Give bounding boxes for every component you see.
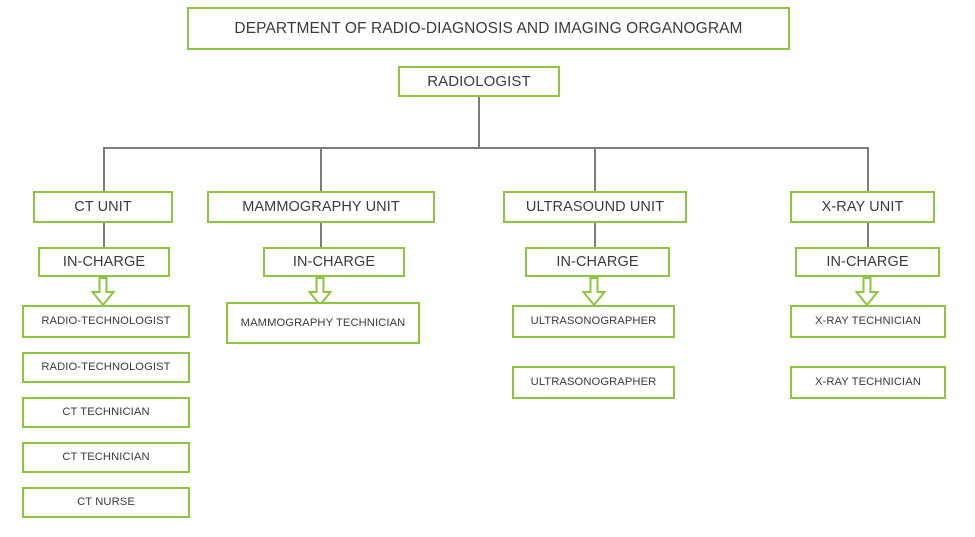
connector-drop-ultrasound <box>594 147 596 191</box>
node-staff-xray-0-label: X-RAY TECHNICIAN <box>814 315 922 328</box>
connector-drop-xray <box>867 147 869 191</box>
node-staff-xray-0: X-RAY TECHNICIAN <box>790 305 946 338</box>
node-unit-ct-label: CT UNIT <box>74 198 132 215</box>
node-staff-ultrasound-0: ULTRASONOGRAPHER <box>512 305 675 338</box>
connector-mammography-unit-to-incharge <box>320 223 322 247</box>
connector-root-stem <box>478 97 480 147</box>
node-staff-ct-0-label: RADIO-TECHNOLOGIST <box>41 315 171 328</box>
node-staff-ct-2-label: CT TECHNICIAN <box>62 406 150 419</box>
diagram-title-box: DEPARTMENT OF RADIO-DIAGNOSIS AND IMAGIN… <box>187 7 790 50</box>
node-staff-ct-4-label: CT NURSE <box>77 496 135 509</box>
node-incharge-ct: IN-CHARGE <box>38 247 170 277</box>
node-staff-xray-1-label: X-RAY TECHNICIAN <box>814 376 922 389</box>
connector-xray-unit-to-incharge <box>867 223 869 247</box>
diagram-title-text: DEPARTMENT OF RADIO-DIAGNOSIS AND IMAGIN… <box>234 19 743 37</box>
node-unit-mammography-label: MAMMOGRAPHY UNIT <box>242 198 400 215</box>
node-unit-ct: CT UNIT <box>33 191 173 223</box>
connector-ultrasound-unit-to-incharge <box>594 223 596 247</box>
down-block-arrow-icon-mammography <box>307 277 333 307</box>
connector-ct-unit-to-incharge <box>103 223 105 247</box>
node-staff-ultrasound-0-label: ULTRASONOGRAPHER <box>530 315 657 328</box>
down-block-arrow-icon-ct <box>90 277 116 307</box>
node-staff-ct-3: CT TECHNICIAN <box>22 442 190 473</box>
node-staff-ct-2: CT TECHNICIAN <box>22 397 190 428</box>
node-incharge-mammography: IN-CHARGE <box>263 247 405 277</box>
node-staff-ultrasound-1: ULTRASONOGRAPHER <box>512 366 675 399</box>
node-staff-mammography-0: MAMMOGRAPHY TECHNICIAN <box>226 302 420 344</box>
connector-drop-ct <box>103 147 105 191</box>
node-incharge-ct-label: IN-CHARGE <box>62 253 146 270</box>
node-unit-ultrasound-label: ULTRASOUND UNIT <box>525 198 665 215</box>
node-unit-xray: X-RAY UNIT <box>790 191 935 223</box>
node-incharge-ultrasound-label: IN-CHARGE <box>556 253 639 270</box>
down-block-arrow-icon-ultrasound <box>581 277 607 307</box>
node-radiologist-label: RADIOLOGIST <box>427 72 531 90</box>
connector-drop-mammography <box>320 147 322 191</box>
node-incharge-mammography-label: IN-CHARGE <box>292 253 376 270</box>
node-staff-ct-1-label: RADIO-TECHNOLOGIST <box>41 361 171 374</box>
down-block-arrow-icon-xray <box>854 277 880 307</box>
node-incharge-ultrasound: IN-CHARGE <box>525 247 670 277</box>
node-staff-ct-4: CT NURSE <box>22 487 190 518</box>
node-staff-ct-1: RADIO-TECHNOLOGIST <box>22 352 190 383</box>
node-staff-ct-0: RADIO-TECHNOLOGIST <box>22 305 190 338</box>
node-staff-ct-3-label: CT TECHNICIAN <box>62 451 150 464</box>
node-unit-xray-label: X-RAY UNIT <box>821 198 904 215</box>
node-unit-ultrasound: ULTRASOUND UNIT <box>503 191 687 223</box>
node-unit-mammography: MAMMOGRAPHY UNIT <box>207 191 435 223</box>
node-staff-mammography-0-label: MAMMOGRAPHY TECHNICIAN <box>240 316 406 329</box>
node-incharge-xray: IN-CHARGE <box>795 247 940 277</box>
node-radiologist: RADIOLOGIST <box>398 66 560 97</box>
node-staff-xray-1: X-RAY TECHNICIAN <box>790 366 946 399</box>
node-incharge-xray-label: IN-CHARGE <box>826 253 909 270</box>
node-staff-ultrasound-1-label: ULTRASONOGRAPHER <box>530 376 657 389</box>
connector-horizontal-bus <box>103 147 868 149</box>
